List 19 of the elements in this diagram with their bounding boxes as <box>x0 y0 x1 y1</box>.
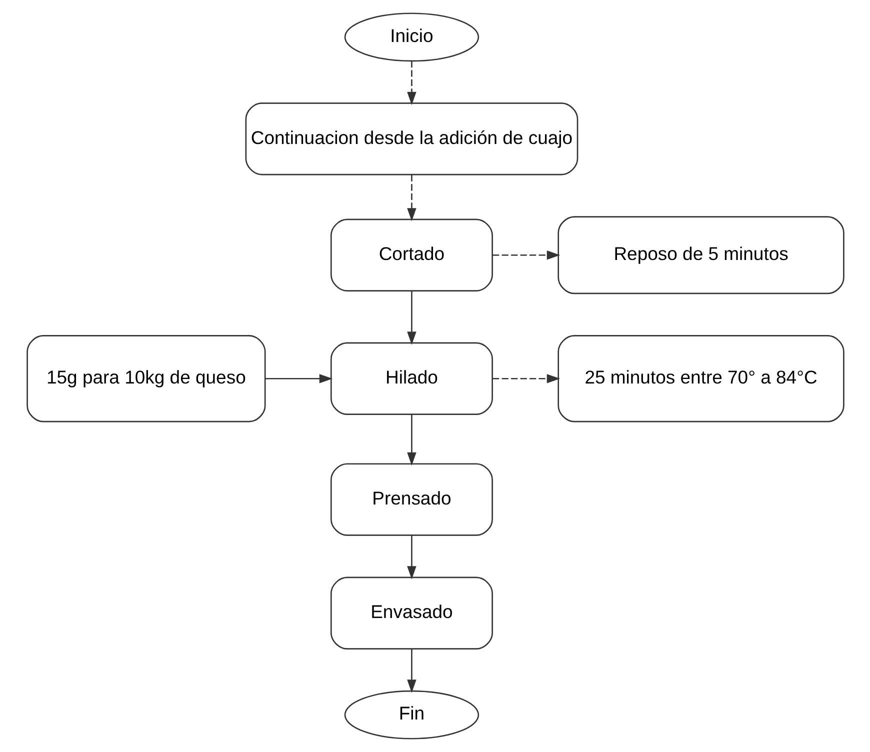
node-box: Reposo de 5 minutos <box>557 216 844 294</box>
arrow <box>406 174 416 222</box>
node-box: Envasado <box>330 576 492 650</box>
arrow <box>406 60 416 106</box>
node-box: Prensado <box>330 463 492 536</box>
arrow <box>264 374 332 384</box>
arrow <box>492 374 560 384</box>
node-box: Cortado <box>330 218 492 292</box>
arrow <box>406 414 416 466</box>
node-box: 15g para 10kg de queso <box>26 335 266 422</box>
arrow <box>406 535 416 580</box>
arrow <box>406 649 416 693</box>
arrow <box>492 250 560 260</box>
node-ellipse: Inicio <box>344 12 479 62</box>
node-box: Continuacion desde la adición de cuajo <box>244 102 578 176</box>
node-box: 25 minutos entre 70° a 84°C <box>557 335 844 422</box>
node-ellipse: Fin <box>344 690 479 740</box>
arrow <box>406 291 416 345</box>
node-box: Hilado <box>330 342 492 415</box>
